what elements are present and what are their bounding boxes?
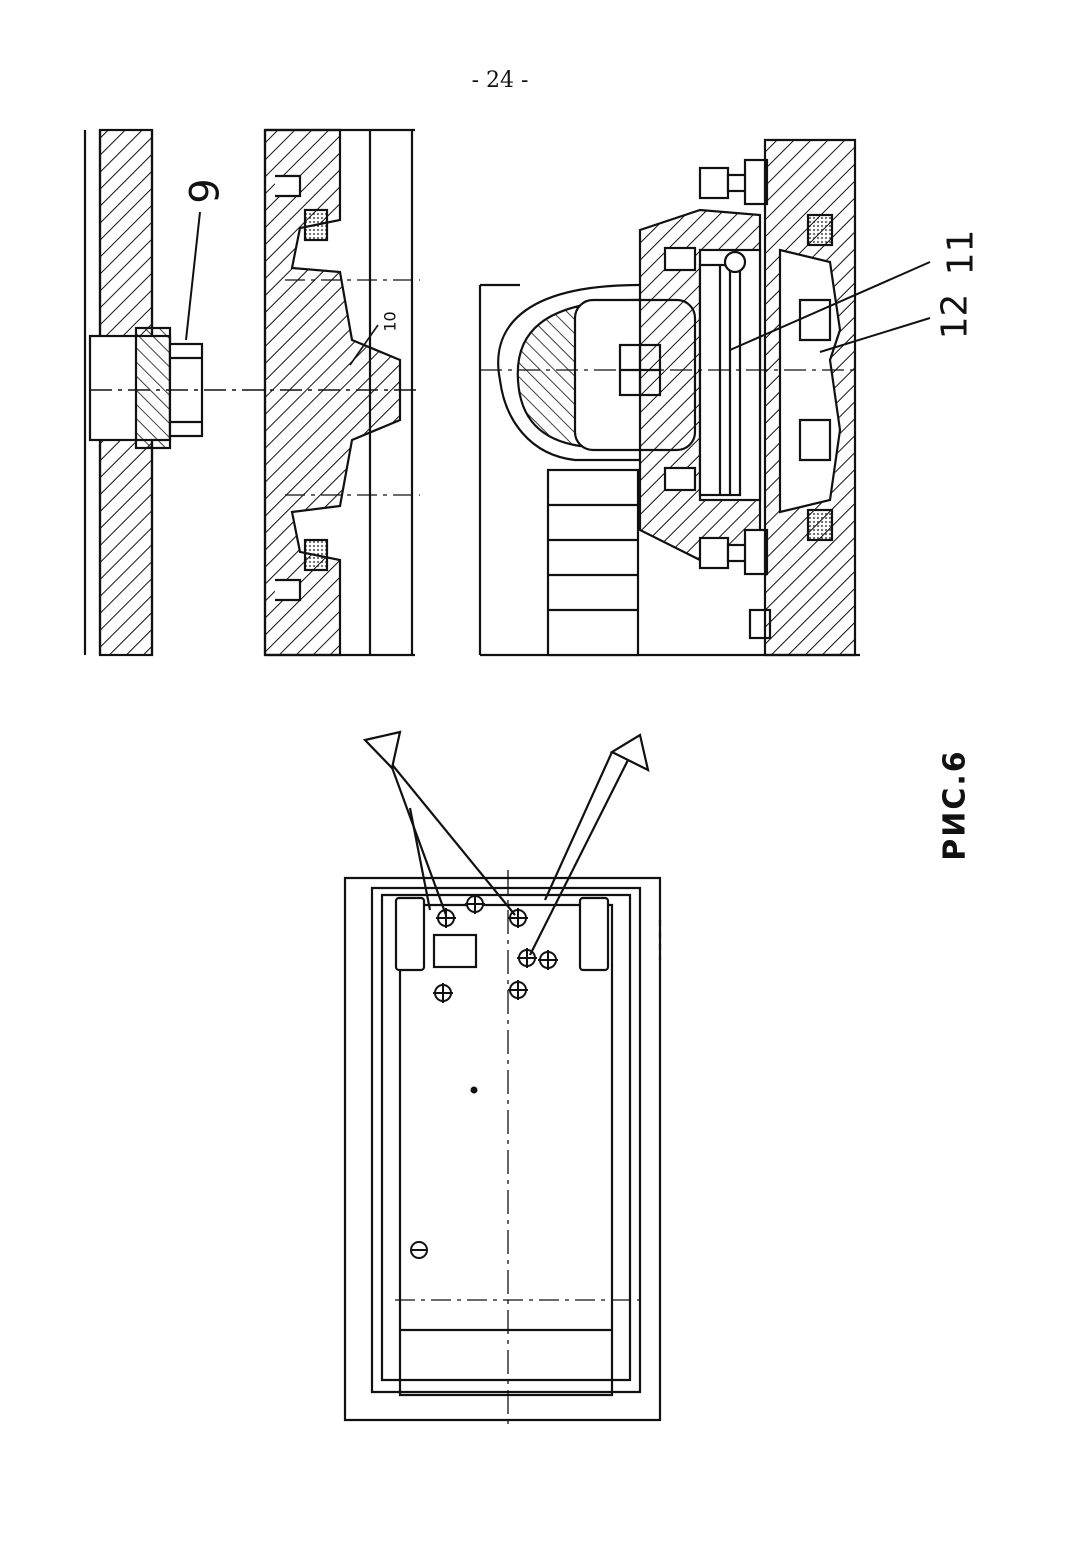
section-wall-with-bolt <box>83 128 420 657</box>
callout-label-10: 10 <box>380 311 400 332</box>
leader-10 <box>349 324 379 366</box>
section-profiled-plate <box>263 128 420 657</box>
callout-label-11: 11 <box>940 229 982 276</box>
plan-view-frame <box>343 870 662 1430</box>
section-housing-assembly <box>478 138 860 657</box>
view-arrows <box>362 730 650 956</box>
leader-9 <box>185 211 201 341</box>
figure-caption-text: РИС.6 <box>937 749 973 861</box>
figure-caption: РИС.6 <box>935 745 975 865</box>
leaders-11-12 <box>729 261 931 353</box>
callout-label-9: 9 <box>182 178 229 204</box>
page-number: - 24 - <box>471 68 529 93</box>
plan-view-holes <box>410 894 558 1259</box>
callout-label-12: 12 <box>934 293 976 340</box>
